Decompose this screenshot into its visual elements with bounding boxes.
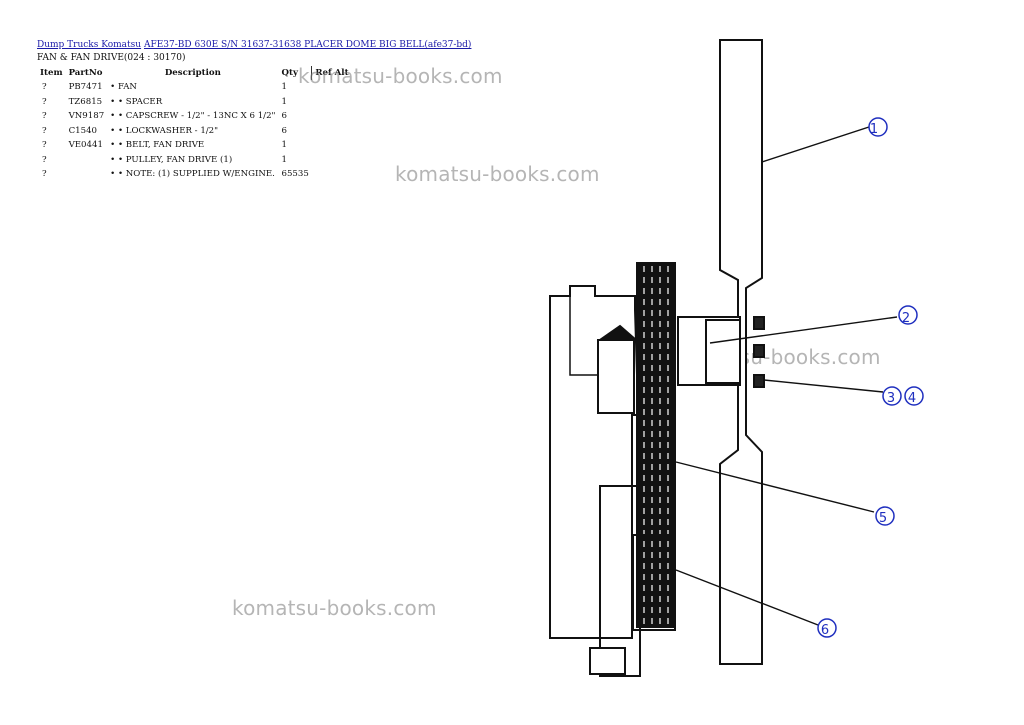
callout-circle-6 — [817, 618, 837, 638]
cell-item: ? — [42, 154, 47, 165]
callout-circle-4 — [904, 386, 924, 406]
col-header-item: Item — [40, 68, 63, 78]
breadcrumb: Dump Trucks Komatsu AFE37-BD 630E S/N 31… — [37, 40, 471, 50]
table-row: ? VE0441 • • BELT, FAN DRIVE 1 — [37, 138, 352, 153]
cell-ref-alt — [312, 167, 352, 182]
cell-qty: 1 — [281, 154, 287, 165]
cell-partno: C1540 — [68, 125, 98, 136]
callout-label: 1 — [870, 122, 878, 137]
watermark: komatsu-books.com — [232, 596, 437, 620]
callout-circle-1 — [868, 117, 888, 137]
parts-table: Item PartNo Description Qty Ref Alt ? PB7… — [37, 66, 352, 182]
fan-drive-belt — [636, 262, 676, 628]
cell-partno: TZ6815 — [68, 96, 103, 107]
cell-qty: 65535 — [281, 169, 309, 180]
cell-qty: 1 — [281, 96, 287, 107]
table-row: ? • • PULLEY, FAN DRIVE (1) 1 — [37, 153, 352, 168]
cell-item: ? — [42, 111, 47, 122]
cell-partno: PB7471 — [68, 82, 103, 93]
cell-qty: 1 — [281, 82, 287, 93]
callout-circle-5 — [875, 506, 895, 526]
fan-drive-diagram: 1 2 3 4 5 6 — [549, 39, 924, 677]
cell-ref-alt — [312, 109, 352, 124]
callout-label: 4 — [908, 391, 916, 406]
cell-ref-alt — [312, 153, 352, 168]
pulley — [632, 534, 676, 631]
cell-item: ? — [42, 125, 47, 136]
capscrew — [753, 344, 765, 358]
cell-description: • • NOTE: (1) SUPPLIED W/ENGINE. — [110, 169, 275, 180]
cell-description: • • LOCKWASHER - 1/2" — [110, 125, 219, 136]
table-row: ? C1540 • • LOCKWASHER - 1/2" 6 — [37, 124, 352, 139]
callout-circle-2 — [898, 305, 918, 325]
cell-qty: 1 — [281, 140, 287, 151]
callout-label: 3 — [887, 391, 895, 406]
cell-qty: 6 — [281, 125, 287, 136]
table-row: ? TZ6815 • • SPACER 1 — [37, 95, 352, 110]
cell-description: • • BELT, FAN DRIVE — [110, 140, 205, 151]
cell-partno — [66, 153, 108, 168]
callout-label: 5 — [879, 511, 887, 526]
fitting — [596, 324, 639, 341]
callout-circle-3 — [882, 386, 902, 406]
cell-item: ? — [42, 169, 47, 180]
breadcrumb-link-model[interactable]: AFE37-BD 630E S/N 31637-31638 PLACER DOM… — [143, 40, 472, 50]
cell-ref-alt — [312, 138, 352, 153]
col-header-partno: PartNo — [68, 68, 103, 78]
table-header-row: Item PartNo Description Qty Ref Alt — [37, 66, 352, 80]
col-header-description: Description — [164, 68, 221, 78]
cell-qty: 6 — [281, 111, 287, 122]
capscrew — [753, 374, 765, 388]
table-row: ? • • NOTE: (1) SUPPLIED W/ENGINE. 65535 — [37, 167, 352, 182]
col-header-qty: Qty — [281, 68, 298, 78]
cell-ref-alt — [312, 80, 352, 95]
cell-item: ? — [42, 140, 47, 151]
capscrew — [753, 316, 765, 330]
cell-item: ? — [42, 82, 47, 93]
callout-label: 6 — [821, 623, 829, 638]
cell-description: • FAN — [110, 82, 137, 93]
breadcrumb-link-dump-trucks[interactable]: Dump Trucks Komatsu — [37, 40, 142, 50]
cell-description: • • SPACER — [110, 96, 163, 107]
cell-partno — [66, 167, 108, 182]
table-row: ? PB7471 • FAN 1 — [37, 80, 352, 95]
cell-partno: VN9187 — [68, 111, 105, 122]
table-row: ? VN9187 • • CAPSCREW - 1/2" - 13NC X 6 1/… — [37, 109, 352, 124]
cell-description: • • PULLEY, FAN DRIVE (1) — [110, 154, 233, 165]
cell-partno: VE0441 — [68, 140, 103, 151]
col-header-ref-alt: Ref Alt — [311, 66, 352, 80]
cell-item: ? — [42, 96, 47, 107]
page-title: FAN & FAN DRIVE(024 : 30170) — [37, 53, 186, 63]
cell-ref-alt — [312, 95, 352, 110]
cell-description: • • CAPSCREW - 1/2" - 13NC X 6 1/2" — [110, 111, 276, 122]
callout-label: 2 — [902, 311, 910, 326]
cell-ref-alt — [312, 124, 352, 139]
